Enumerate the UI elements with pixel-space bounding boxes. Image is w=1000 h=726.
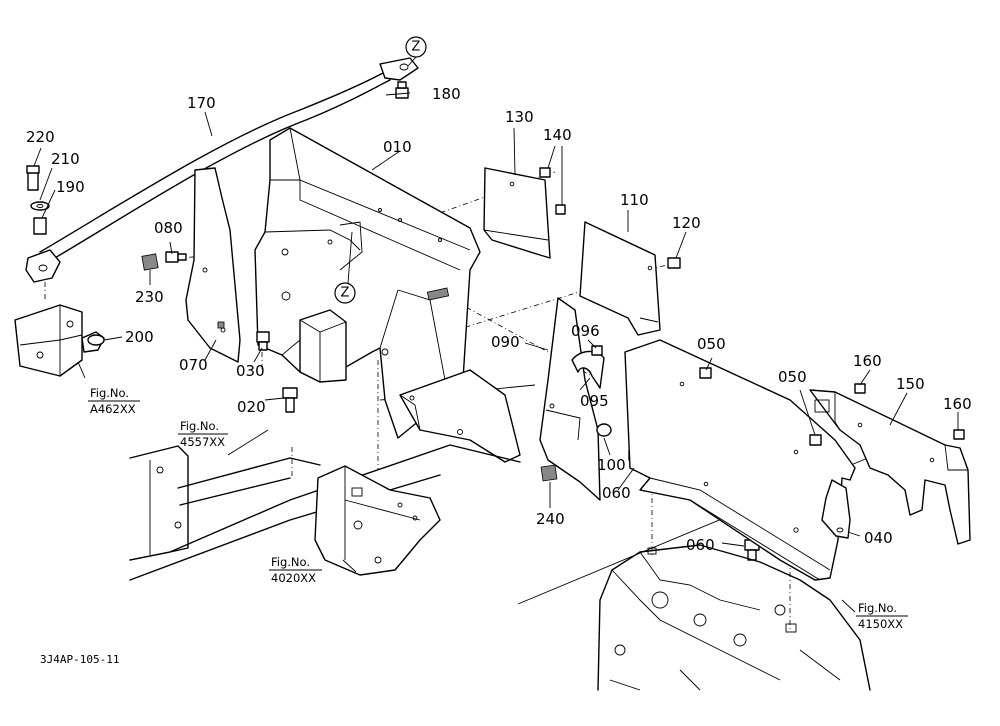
callout-020: 020 [237, 398, 266, 416]
callout-100: 100 [597, 456, 626, 474]
drawing-code: 3J4AP-105-11 [40, 653, 119, 666]
callout-050-a: 050 [697, 335, 726, 353]
callout-080: 080 [154, 219, 183, 237]
svg-text:Fig.No.: Fig.No. [271, 555, 310, 569]
part-070-side-panel [185, 167, 241, 363]
svg-text:4150XX: 4150XX [858, 617, 903, 631]
part-095-clip [571, 350, 605, 389]
callout-120: 120 [672, 214, 701, 232]
svg-text:4020XX: 4020XX [271, 571, 316, 585]
callout-150: 150 [896, 375, 925, 393]
callout-180: 180 [432, 85, 461, 103]
svg-text:Fig.No.: Fig.No. [858, 601, 897, 615]
svg-text:Z: Z [412, 40, 421, 55]
part-050-floor-panel [624, 339, 856, 581]
part-030-bolt [256, 331, 270, 351]
svg-text:4557XX: 4557XX [180, 435, 225, 449]
callout-160-a: 160 [853, 352, 882, 370]
fig-ref-4020: Fig.No. 4020XX [269, 555, 322, 585]
part-180-bolt [395, 81, 409, 99]
callout-060-b: 060 [686, 536, 715, 554]
callout-110: 110 [620, 191, 649, 209]
svg-text:A462XX: A462XX [90, 402, 136, 416]
callout-170: 170 [187, 94, 216, 112]
left-mount-bracket [14, 304, 105, 377]
leader-lines [33, 92, 959, 613]
front-bracket-4020 [314, 465, 441, 576]
callout-230: 230 [135, 288, 164, 306]
callout-050-b: 050 [778, 368, 807, 386]
fig-ref-a462: Fig.No. A462XX [88, 386, 140, 416]
part-096-bolt [591, 345, 603, 356]
callout-030: 030 [236, 362, 265, 380]
bolt-washer-stack [26, 165, 50, 235]
part-050-bolts [699, 367, 822, 446]
callout-160-b: 160 [943, 395, 972, 413]
callout-010: 010 [383, 138, 412, 156]
z-marker-mid: Z [334, 282, 356, 304]
part-010-dash-panel [254, 127, 521, 463]
callout-060-a: 060 [602, 484, 631, 502]
callout-096: 096 [571, 322, 600, 340]
part-130-cover [483, 167, 551, 259]
part-110-panel [579, 221, 661, 336]
part-080-bolt [165, 251, 187, 263]
callout-labels: 010 020 030 040 050 050 060 060 070 080 … [26, 85, 972, 554]
part-040-stay [821, 479, 851, 539]
part-200-nut [87, 334, 105, 346]
part-090-side-panel [539, 297, 601, 501]
z-top-pointer [407, 56, 417, 67]
svg-text:Fig.No.: Fig.No. [90, 386, 129, 400]
part-230-pad [141, 253, 159, 271]
part-150-rear-panel [809, 389, 971, 545]
callout-220: 220 [26, 128, 55, 146]
svg-text:Fig.No.: Fig.No. [180, 419, 219, 433]
fig-ref-4150: Fig.No. 4150XX [856, 601, 908, 631]
part-160-bolts [854, 383, 965, 440]
part-140-bolts [539, 167, 566, 215]
callout-240: 240 [536, 510, 565, 528]
part-170-stay-rod [25, 57, 419, 283]
fig-ref-4557: Fig.No. 4557XX [178, 419, 228, 449]
callout-095: 095 [580, 392, 609, 410]
callout-210: 210 [51, 150, 80, 168]
part-100-knob [596, 423, 612, 437]
part-120-bolt [667, 257, 681, 269]
callout-190: 190 [56, 178, 85, 196]
callout-070: 070 [179, 356, 208, 374]
z-mid-pointer [347, 231, 353, 284]
transmission-housing-4150 [597, 544, 871, 691]
part-020-bolt [282, 387, 298, 413]
callout-090: 090 [491, 333, 520, 351]
callout-130: 130 [505, 108, 534, 126]
callout-200: 200 [125, 328, 154, 346]
part-240-pad [540, 464, 558, 482]
z-marker-top: Z [405, 36, 427, 58]
callout-040: 040 [864, 529, 893, 547]
svg-text:Z: Z [341, 286, 350, 301]
callout-140: 140 [543, 126, 572, 144]
